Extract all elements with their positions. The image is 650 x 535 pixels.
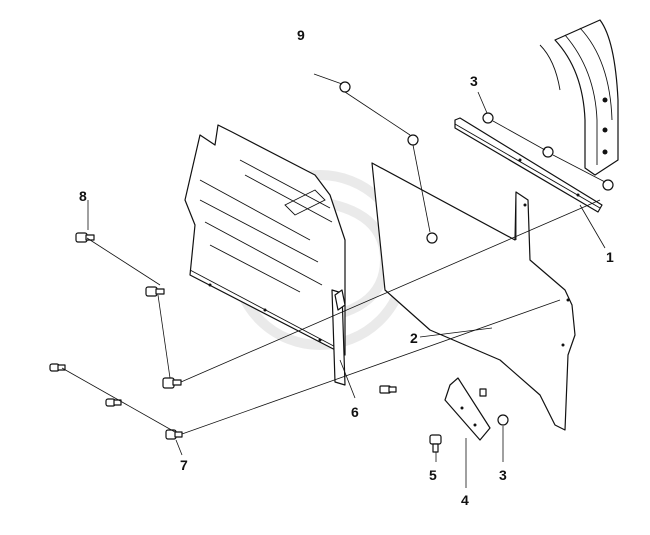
callout-2: 2 xyxy=(410,330,418,346)
bolt-icon xyxy=(145,286,165,297)
callout-8: 8 xyxy=(79,188,87,204)
callout-4: 4 xyxy=(461,492,469,508)
nut-icon xyxy=(339,81,614,426)
callout-6: 6 xyxy=(351,404,359,420)
callout-5: 5 xyxy=(429,467,437,483)
assembly-leaders xyxy=(61,73,606,488)
bolt-icon xyxy=(379,385,397,394)
callout-9: 9 xyxy=(297,27,305,43)
bolt-icon xyxy=(429,434,442,453)
bracket-strip-part-1 xyxy=(454,117,603,213)
callout-3-top: 3 xyxy=(470,73,478,89)
bolt-icon xyxy=(75,232,95,243)
bolt-icon xyxy=(162,377,182,389)
ribbed-shield-part xyxy=(184,124,346,356)
bolt-icon xyxy=(49,363,66,372)
plate-part-4 xyxy=(444,377,491,441)
fender-part xyxy=(539,19,619,176)
callout-7: 7 xyxy=(180,457,188,473)
callout-1: 1 xyxy=(606,249,614,265)
bolt-icon xyxy=(105,398,122,407)
mud-flap-part-2 xyxy=(371,162,576,431)
callout-3-bottom: 3 xyxy=(499,467,507,483)
strap-part-6 xyxy=(331,289,346,386)
